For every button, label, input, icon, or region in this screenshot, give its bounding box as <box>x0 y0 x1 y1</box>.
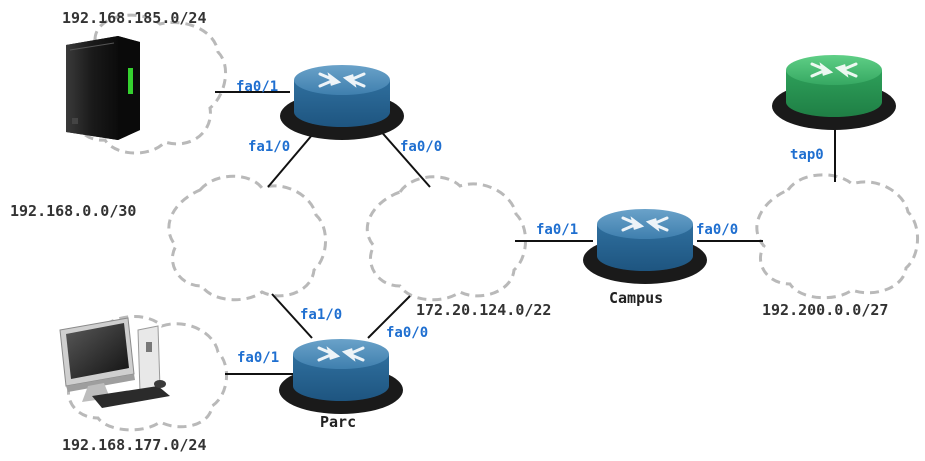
cloud-backbone <box>365 175 528 302</box>
router-external-icon[interactable] <box>772 55 896 130</box>
interface-label-top-fa01: fa0/1 <box>236 79 279 95</box>
interface-label-external-tap0: tap0 <box>790 147 824 163</box>
interface-label-parc-fa01: fa0/1 <box>237 350 280 366</box>
interface-label-parc-fa00: fa0/0 <box>386 325 429 341</box>
server-tower-icon[interactable] <box>66 36 140 140</box>
router-name-campus: Campus <box>609 289 664 307</box>
router-name-parc: Parc <box>320 413 357 431</box>
link-top-leftcloud <box>267 127 319 188</box>
interface-label-campus-fa01: fa0/1 <box>536 222 579 238</box>
desktop-computer-icon[interactable] <box>59 317 170 408</box>
link-leftcloud-parc <box>271 293 313 339</box>
network-label-backbone: 172.20.124.0/22 <box>416 301 552 319</box>
link-top-backbone <box>377 127 431 188</box>
router-top-icon[interactable] <box>280 65 404 140</box>
interface-label-top-fa10: fa1/0 <box>248 139 291 155</box>
network-label-link-net: 192.168.0.0/30 <box>10 202 137 220</box>
interface-label-parc-fa10: fa1/0 <box>300 307 343 323</box>
interface-label-top-fa00: fa0/0 <box>400 139 443 155</box>
router-campus-icon[interactable] <box>583 209 707 284</box>
network-label-desktop-lan: 192.168.177.0/24 <box>62 436 207 454</box>
router-parc-icon[interactable] <box>279 339 403 414</box>
interface-label-campus-fa00: fa0/0 <box>696 222 739 238</box>
network-label-external-net: 192.200.0.0/27 <box>762 301 889 319</box>
cloud-link-net <box>167 174 328 302</box>
cloud-external-net <box>755 173 920 300</box>
link-backbone-parc <box>367 295 411 339</box>
network-label-server-lan: 192.168.185.0/24 <box>62 9 207 27</box>
